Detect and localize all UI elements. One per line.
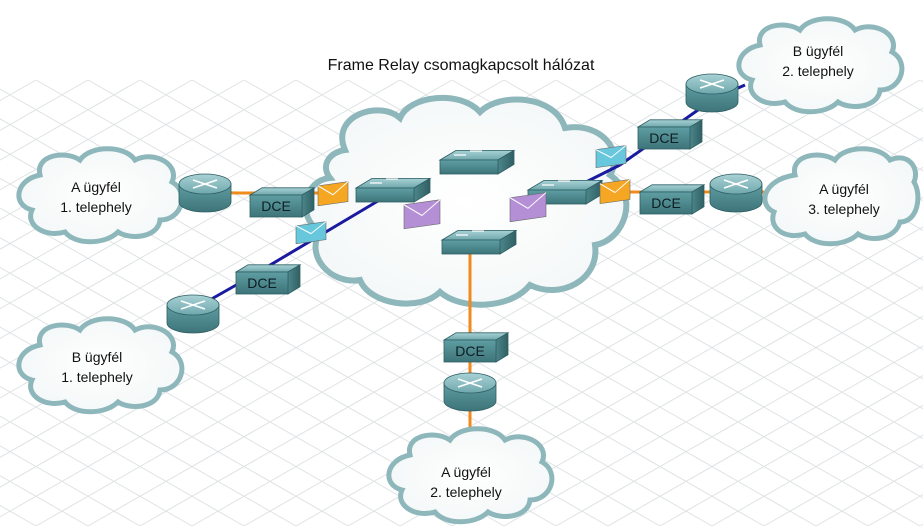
frame-b1-cyan — [295, 221, 327, 245]
site-cloud-a2: A ügyfél 2. telephely — [386, 426, 555, 525]
frame-b2-cyan — [595, 145, 627, 169]
site-b1-name: B ügyfél — [72, 349, 123, 365]
site-cloud-a3: A ügyfél 3. telephely — [762, 146, 921, 247]
frames — [295, 145, 631, 245]
site-a3-location: 3. telephely — [808, 201, 880, 217]
router-a2 — [443, 372, 497, 412]
router-b1 — [166, 294, 220, 334]
dce-a1: DCE — [248, 187, 316, 218]
site-a3-name: A ügyfél — [819, 181, 869, 197]
site-b2-name: B ügyfél — [793, 43, 844, 59]
dce-a2: DCE — [442, 332, 510, 363]
dce-devices: DCE DCE DCE DCE DCE — [234, 119, 706, 363]
dce-b2: DCE — [636, 119, 704, 150]
dce-b1-label: DCE — [247, 275, 277, 291]
dce-b1: DCE — [234, 264, 302, 295]
router-a3 — [709, 173, 763, 213]
dce-a3-label: DCE — [651, 195, 681, 211]
site-a2-location: 2. telephely — [430, 484, 502, 500]
frame-relay-switches — [354, 149, 604, 255]
site-cloud-b2: B ügyfél 2. telephely — [736, 16, 905, 115]
routers — [166, 73, 763, 412]
switch-top — [438, 149, 516, 175]
router-b2 — [685, 73, 739, 113]
switch-bottom — [440, 229, 518, 255]
dce-a2-label: DCE — [455, 343, 485, 359]
site-b2-location: 2. telephely — [782, 63, 854, 79]
diagram-title: Frame Relay csomagkapcsolt hálózat — [328, 57, 595, 74]
dce-a1-label: DCE — [261, 198, 291, 214]
dce-a3: DCE — [638, 184, 706, 215]
site-a2-name: A ügyfél — [441, 464, 491, 480]
site-a1-location: 1. telephely — [60, 199, 132, 215]
site-b1-location: 1. telephely — [61, 369, 133, 385]
site-cloud-b1: B ügyfél 1. telephely — [16, 316, 185, 415]
dce-b2-label: DCE — [649, 130, 679, 146]
frame-right-purple — [509, 192, 547, 223]
frame-a3-orange — [599, 179, 631, 205]
frame-a1-orange — [317, 181, 349, 207]
frame-left-purple — [403, 199, 441, 230]
router-a1 — [178, 173, 232, 213]
site-cloud-a1: A ügyfél 1. telephely — [16, 146, 185, 245]
switch-left — [354, 177, 432, 203]
site-a1-name: A ügyfél — [71, 179, 121, 195]
